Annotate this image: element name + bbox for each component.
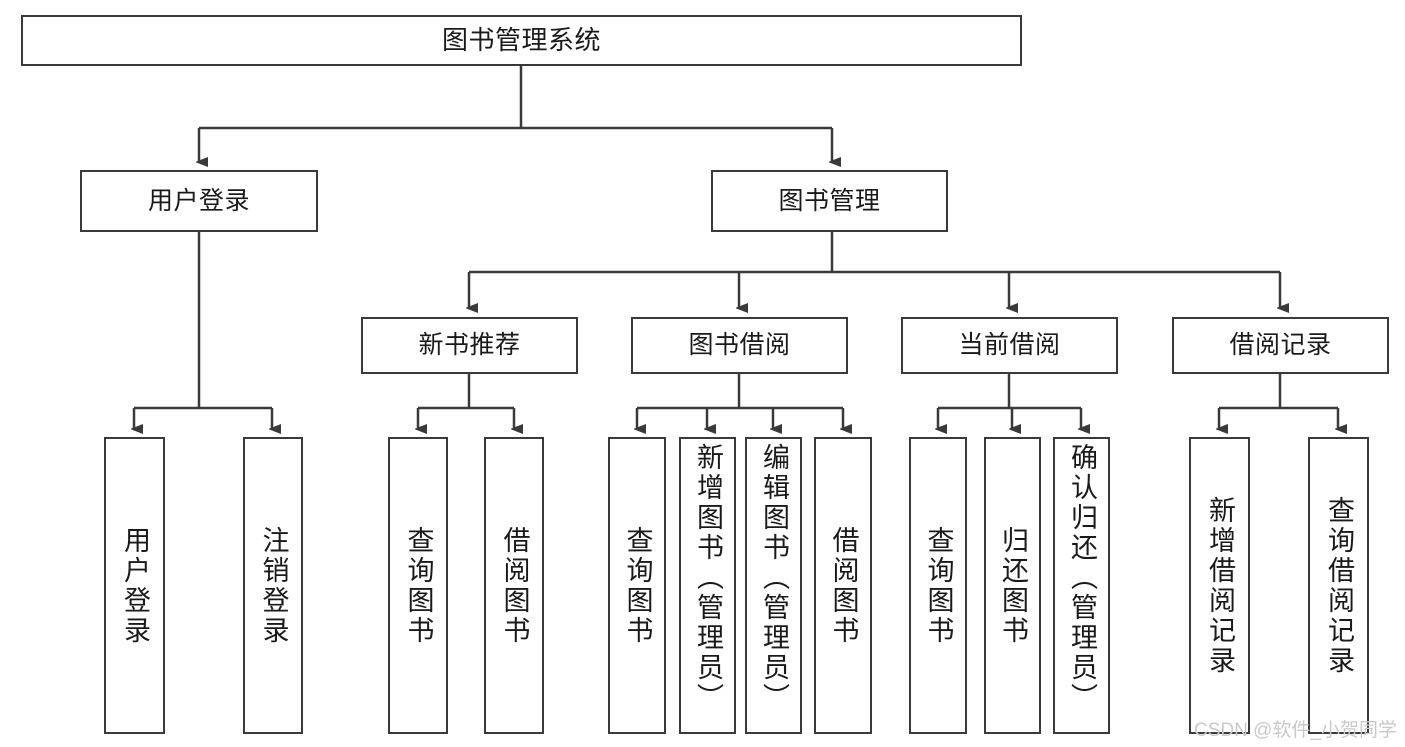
node-user-login[interactable]: 用户登录 (80, 170, 318, 232)
csdn-watermark: CSDN @软件_小贺同学 (1194, 720, 1397, 741)
node-book-borrow-label: 图书借阅 (688, 331, 791, 360)
node-leaf-user-login[interactable]: 用户登录 (104, 437, 165, 734)
node-leaf-borrow-book-2-label: 借阅图书 (828, 525, 859, 646)
node-leaf-logout-label: 注销登录 (258, 525, 289, 646)
node-leaf-user-login-label: 用户登录 (120, 525, 150, 646)
node-leaf-add-book-label: 新增图书（管理员） (693, 443, 723, 713)
node-leaf-borrow-book-1-label: 借阅图书 (499, 525, 530, 646)
node-leaf-query-book-1[interactable]: 查询图书 (388, 437, 448, 734)
node-book-manage[interactable]: 图书管理 (711, 170, 948, 232)
node-user-login-label: 用户登录 (147, 186, 250, 215)
node-borrow-record[interactable]: 借阅记录 (1172, 317, 1389, 374)
node-leaf-edit-book[interactable]: 编辑图书（管理员） (745, 437, 802, 734)
node-leaf-edit-book-label: 编辑图书（管理员） (759, 443, 789, 713)
node-leaf-confirm-return[interactable]: 确认归还（管理员） (1053, 437, 1110, 734)
node-leaf-return-book[interactable]: 归还图书 (984, 437, 1041, 734)
node-leaf-query-book-2-label: 查询图书 (622, 525, 653, 646)
node-book-manage-label: 图书管理 (778, 186, 881, 215)
node-leaf-add-book[interactable]: 新增图书（管理员） (679, 437, 736, 734)
node-root-label: 图书管理系统 (441, 24, 601, 55)
node-current-borrow-label: 当前借阅 (958, 331, 1061, 360)
node-leaf-borrow-book-1[interactable]: 借阅图书 (484, 437, 544, 734)
node-leaf-query-book-3-label: 查询图书 (923, 525, 954, 646)
node-leaf-query-record-label: 查询借阅记录 (1324, 495, 1354, 676)
node-current-borrow[interactable]: 当前借阅 (901, 317, 1118, 374)
node-new-book-rec-label: 新书推荐 (418, 331, 521, 360)
node-leaf-query-book-3[interactable]: 查询图书 (909, 437, 967, 734)
node-leaf-confirm-return-label: 确认归还（管理员） (1067, 443, 1097, 713)
node-leaf-borrow-book-2[interactable]: 借阅图书 (814, 437, 872, 734)
node-root[interactable]: 图书管理系统 (21, 15, 1022, 66)
node-leaf-query-book-2[interactable]: 查询图书 (608, 437, 666, 734)
node-new-book-rec[interactable]: 新书推荐 (361, 317, 578, 374)
node-leaf-add-record-label: 新增借阅记录 (1205, 495, 1235, 676)
node-leaf-query-record[interactable]: 查询借阅记录 (1308, 437, 1369, 734)
node-leaf-add-record[interactable]: 新增借阅记录 (1189, 437, 1250, 734)
node-borrow-record-label: 借阅记录 (1229, 331, 1332, 360)
node-leaf-return-book-label: 归还图书 (998, 525, 1028, 646)
node-leaf-logout[interactable]: 注销登录 (243, 437, 303, 734)
node-leaf-query-book-1-label: 查询图书 (403, 525, 434, 646)
node-book-borrow[interactable]: 图书借阅 (631, 317, 848, 374)
